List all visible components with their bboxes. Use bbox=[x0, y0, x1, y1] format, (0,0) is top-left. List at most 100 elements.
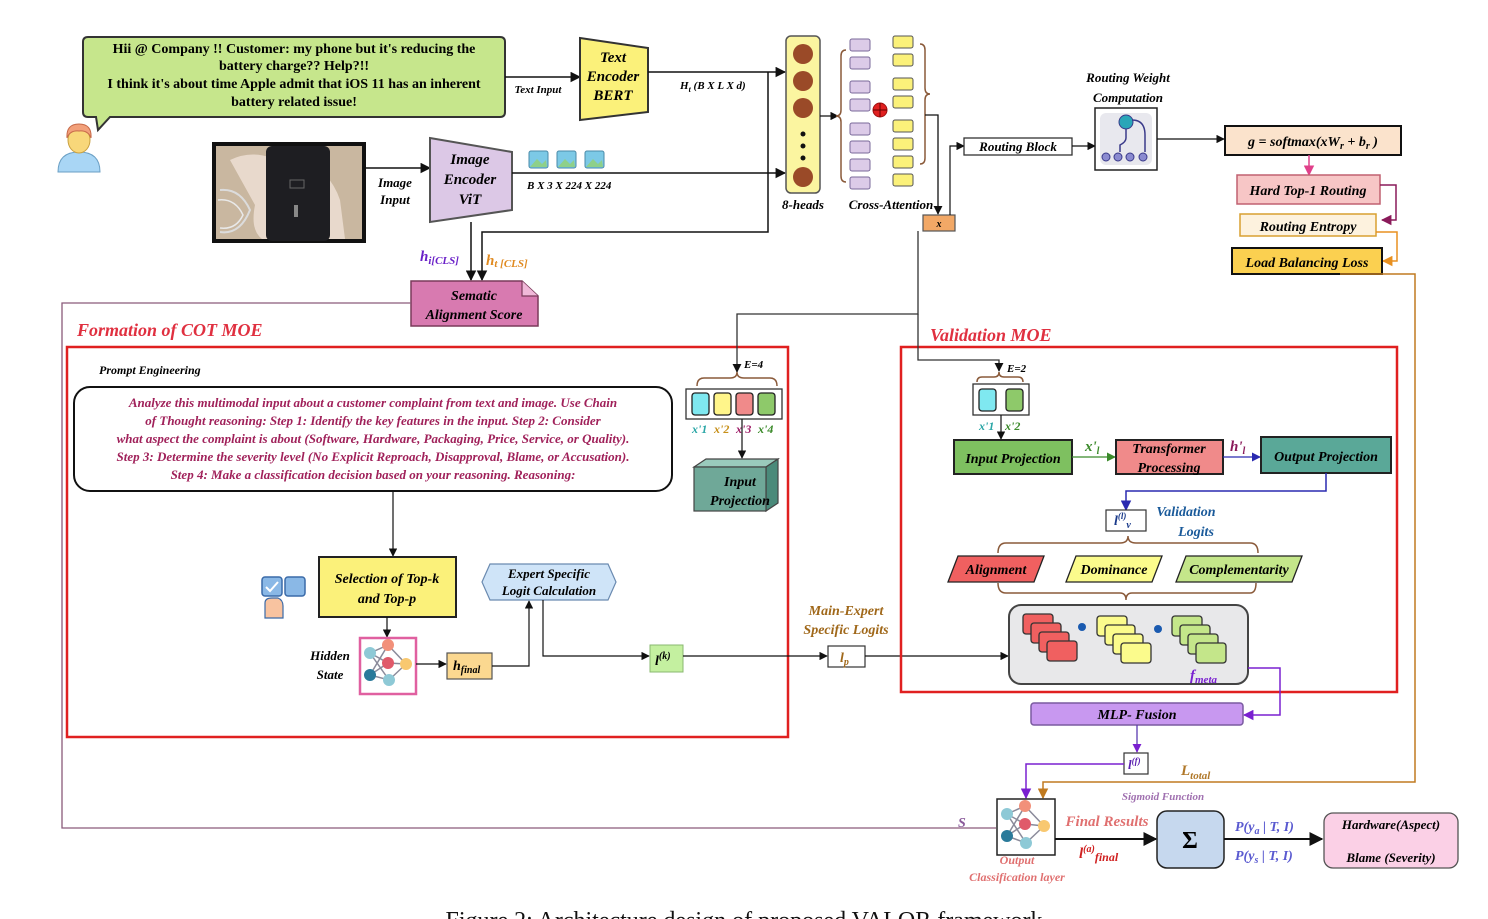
routing-entropy-box bbox=[1239, 213, 1377, 237]
category-complementarity bbox=[1175, 555, 1303, 583]
image-token bbox=[849, 38, 871, 52]
validation-expert-label-2: x'2 bbox=[1004, 419, 1020, 433]
meta-card bbox=[1046, 640, 1078, 662]
category-alignment bbox=[947, 555, 1045, 583]
softmax-equation-box bbox=[1224, 125, 1402, 156]
ht-shape-label: Ht (B X L X d) bbox=[679, 80, 746, 94]
text-token bbox=[892, 53, 914, 67]
image-icon bbox=[584, 150, 605, 169]
hidden-state-label-2: State bbox=[317, 667, 344, 682]
routing-weight-icon bbox=[1094, 107, 1158, 171]
x-to-validation-experts-arrow bbox=[917, 314, 1004, 372]
categories-top-brace bbox=[997, 535, 1259, 554]
cross-attention-block bbox=[835, 35, 931, 190]
validation-experts-count: E=2 bbox=[1006, 363, 1027, 375]
la-final-label: l(a)final bbox=[1079, 844, 1119, 864]
image-encoder-line-2: Encoder bbox=[443, 172, 497, 188]
result-severity: Blame (Severity) bbox=[1345, 850, 1435, 865]
expert-logit-line-1: Expert Specific bbox=[507, 566, 590, 581]
lk-box bbox=[649, 644, 684, 673]
final-results-label: Final Results bbox=[1065, 814, 1149, 830]
transformer-label-2: Processing bbox=[1138, 461, 1201, 476]
image-token bbox=[849, 122, 871, 136]
attention-to-x-arrow bbox=[925, 114, 943, 215]
cot-expert-1 bbox=[691, 392, 710, 416]
routing-weight-label-2: Computation bbox=[1093, 90, 1163, 105]
prompt-box bbox=[73, 386, 673, 492]
checkbox-selection-icon bbox=[261, 576, 306, 619]
validation-logits-label-1: Validation bbox=[1156, 505, 1215, 520]
cot-moe-frame bbox=[65, 345, 790, 739]
image-input-label-1: Image bbox=[377, 175, 412, 190]
cross-attention-label: Cross-Attention bbox=[849, 197, 934, 212]
validation-experts-brace bbox=[976, 371, 1024, 383]
ht-cls-label: ht [CLS] bbox=[486, 253, 528, 270]
image-token bbox=[849, 80, 871, 94]
hard-routing-to-entropy-arrow bbox=[1380, 184, 1397, 226]
text-encoder-line-3: BERT bbox=[592, 88, 633, 104]
p-ys-label: P(ys | T, I) bbox=[1235, 849, 1293, 866]
image-input-label-2: Input bbox=[379, 192, 410, 207]
category-label: Complementarity bbox=[1189, 563, 1289, 578]
validation-input-projection bbox=[953, 439, 1073, 475]
cot-expert-label: x'1 bbox=[691, 422, 707, 436]
text-input-label: Text Input bbox=[515, 84, 563, 96]
category-dominance bbox=[1065, 555, 1163, 583]
hidden-state-label-1: Hidden bbox=[309, 648, 350, 663]
message-line-4: battery related issue! bbox=[231, 95, 357, 110]
lk-label: l(k) bbox=[655, 651, 671, 669]
message-line-1: Hii @ Company !! Customer: my phone but … bbox=[113, 42, 476, 57]
text-encoder-bert: Text Encoder BERT bbox=[579, 36, 649, 122]
hl-label: h'l bbox=[1230, 439, 1246, 457]
image-icon bbox=[556, 150, 577, 169]
prompt-line: Analyze this multimodal input about a cu… bbox=[128, 395, 617, 410]
image-patch-icons bbox=[528, 150, 605, 169]
p-ya-label: P(ya | T, I) bbox=[1235, 820, 1294, 837]
output-projection-label: Output Projection bbox=[1274, 450, 1378, 465]
routing-weight-label-1: Routing Weight bbox=[1085, 70, 1170, 85]
message-line-2: battery charge?? Help?!! bbox=[219, 59, 369, 74]
meta-to-mlp-arrow bbox=[1242, 667, 1281, 721]
image-shape-label: B X 3 X 224 X 224 bbox=[526, 180, 612, 192]
text-token bbox=[892, 119, 914, 133]
prompt-line: Step 4: Make a classification decision b… bbox=[171, 467, 576, 482]
image-token bbox=[849, 140, 871, 154]
lp-label: lp bbox=[840, 651, 849, 668]
customer-message-bubble: Hii @ Company !! Customer: my phone but … bbox=[82, 36, 506, 133]
h-final-box bbox=[446, 652, 493, 680]
f-meta-label: fmeta bbox=[1190, 668, 1217, 686]
hard-top1-routing-box bbox=[1236, 174, 1381, 205]
cot-input-projection: Input Projection bbox=[692, 457, 780, 513]
prompt-engineering-title: Prompt Engineering bbox=[99, 363, 201, 377]
text-encoder-line-2: Encoder bbox=[586, 69, 640, 85]
x-to-cot-experts-arrow bbox=[732, 231, 919, 373]
lf-label: l(f) bbox=[1128, 756, 1141, 772]
validation-expert-2 bbox=[1005, 388, 1024, 412]
cot-expert-label: x'4 bbox=[757, 422, 773, 436]
s-score-line bbox=[61, 302, 996, 829]
image-token bbox=[849, 98, 871, 112]
user-icon bbox=[57, 123, 101, 173]
text-token bbox=[892, 77, 914, 91]
xl-label: x'l bbox=[1084, 439, 1100, 457]
text-encoder-line-1: Text bbox=[600, 50, 627, 66]
load-balancing-loss-label: Load Balancing Loss bbox=[1245, 256, 1369, 271]
cot-input-projection-line-1: Input bbox=[723, 475, 757, 490]
validation-expert-1 bbox=[978, 388, 997, 412]
x-box bbox=[922, 214, 956, 232]
text-token bbox=[892, 173, 914, 187]
cot-experts-count: E=4 bbox=[743, 359, 764, 371]
validation-moe-title: Validation MOE bbox=[930, 325, 1052, 345]
meta-dot bbox=[1154, 625, 1162, 633]
softmax-equation: g = softmax(xWr + br ) bbox=[1247, 135, 1378, 152]
prompt-text: Analyze this multimodal input about a cu… bbox=[117, 395, 630, 482]
image-icon bbox=[528, 150, 549, 169]
text-token bbox=[892, 95, 914, 109]
message-line-3: I think it's about time Apple admit that… bbox=[107, 77, 480, 92]
cot-expert-4 bbox=[757, 392, 776, 416]
validation-logit-label: l(l)v bbox=[1114, 511, 1131, 531]
cot-expert-2 bbox=[713, 392, 732, 416]
s-label: S bbox=[958, 816, 966, 831]
